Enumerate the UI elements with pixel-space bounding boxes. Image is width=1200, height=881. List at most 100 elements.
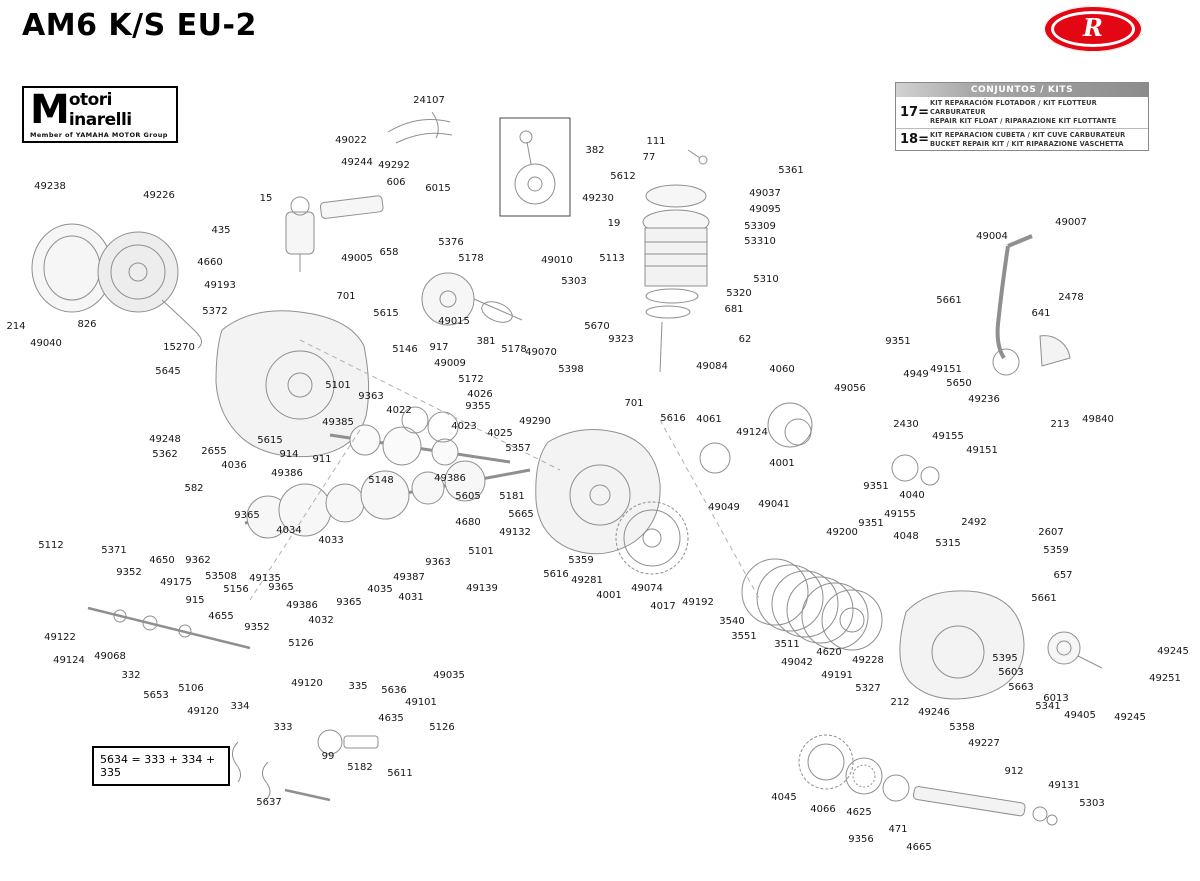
part-number-label: 657 [1053, 570, 1073, 581]
part-number-label: 19 [607, 218, 621, 229]
part-number-label: 4017 [650, 601, 676, 612]
part-number-label: 9362 [185, 555, 211, 566]
part-number-label: 9352 [244, 622, 270, 633]
part-number-label: 49131 [1048, 780, 1080, 791]
part-number-label: 471 [888, 824, 908, 835]
part-number-label: 5611 [387, 768, 413, 779]
part-number-label: 5362 [152, 449, 178, 460]
part-number-label: 214 [6, 321, 26, 332]
part-number-label: 3540 [719, 616, 745, 627]
minarelli-word-minarelli: inarelli [68, 109, 132, 130]
part-number-label: 49151 [966, 445, 998, 456]
part-number-label: 5371 [101, 545, 127, 556]
part-number-label: 53310 [744, 236, 776, 247]
rieju-logo: R [1044, 6, 1142, 52]
part-number-label: 49840 [1082, 414, 1114, 425]
part-number-label: 5665 [508, 509, 534, 520]
part-number-label: 5636 [381, 685, 407, 696]
part-number-label: 4949 [903, 369, 929, 380]
part-number-label: 49236 [968, 394, 1000, 405]
part-number-label: 49230 [582, 193, 614, 204]
part-number-label: 49122 [44, 632, 76, 643]
part-number-label: 49151 [930, 364, 962, 375]
part-number-label: 4650 [149, 555, 175, 566]
part-number-label: 4655 [208, 611, 234, 622]
part-number-label: 5616 [543, 569, 569, 580]
part-number-label: 4031 [398, 592, 424, 603]
part-number-label: 435 [211, 225, 231, 236]
part-number-label: 49200 [826, 527, 858, 538]
part-number-label: 5182 [347, 762, 373, 773]
part-number-label: 9363 [358, 391, 384, 402]
part-number-label: 9365 [234, 510, 260, 521]
part-number-label: 826 [77, 319, 97, 330]
part-number-label: 5181 [499, 491, 525, 502]
part-number-label: 5359 [1043, 545, 1069, 556]
kit-18-line1: KIT REPARACION CUBETA / KIT CUVE CARBURA… [930, 130, 1126, 139]
part-number-label: 701 [624, 398, 644, 409]
part-number-label: 5376 [438, 237, 464, 248]
part-number-label: 49248 [149, 434, 181, 445]
part-number-label: 49120 [187, 706, 219, 717]
part-number-label: 5303 [561, 276, 587, 287]
part-number-label: 49022 [335, 135, 367, 146]
part-number-label: 9351 [885, 336, 911, 347]
part-number-label: 49228 [852, 655, 884, 666]
part-number-label: 24107 [413, 95, 445, 106]
part-number-label: 49246 [918, 707, 950, 718]
part-number-label: 5178 [501, 344, 527, 355]
part-number-label: 4635 [378, 713, 404, 724]
motori-minarelli-wordmark: M otori inarelli [30, 87, 168, 133]
part-number-label: 5126 [429, 722, 455, 733]
part-number-label: 6015 [425, 183, 451, 194]
part-number-label: 4620 [816, 647, 842, 658]
part-number-label: 49155 [884, 509, 916, 520]
kit-18-line2: BUCKET REPAIR KIT / KIT RIPARAZIONE VASC… [930, 139, 1124, 148]
part-number-label: 4680 [455, 517, 481, 528]
part-number-label: 5653 [143, 690, 169, 701]
part-number-label: 49292 [378, 160, 410, 171]
part-number-label: 5612 [610, 171, 636, 182]
part-number-label: 49251 [1149, 673, 1181, 684]
part-number-label: 5101 [468, 546, 494, 557]
part-number-label: 49238 [34, 181, 66, 192]
minarelli-member-text: Member of YAMAHA MOTOR Group [30, 131, 168, 140]
part-number-label: 915 [185, 595, 205, 606]
part-number-label: 49245 [1157, 646, 1189, 657]
part-number-label: 917 [429, 342, 449, 353]
part-number-label: 5359 [568, 555, 594, 566]
part-number-label: 49135 [249, 573, 281, 584]
minarelli-initial: M [30, 87, 70, 133]
part-number-label: 2492 [961, 517, 987, 528]
part-number-label: 332 [121, 670, 141, 681]
part-number-label: 658 [379, 247, 399, 258]
part-number-label: 49005 [341, 253, 373, 264]
part-number-label: 212 [890, 697, 910, 708]
part-number-label: 4001 [596, 590, 622, 601]
part-number-label: 49226 [143, 190, 175, 201]
part-number-label: 49124 [736, 427, 768, 438]
kits-row-18: 18= KIT REPARACION CUBETA / KIT CUVE CAR… [896, 127, 1148, 151]
part-number-label: 49015 [438, 316, 470, 327]
part-number-label: 49120 [291, 678, 323, 689]
part-number-label: 6013 [1043, 693, 1069, 704]
part-number-label: 5358 [949, 722, 975, 733]
kit-code-17: 17= [900, 104, 929, 120]
part-number-label: 5126 [288, 638, 314, 649]
part-number-label: 2430 [893, 419, 919, 430]
part-number-label: 49084 [696, 361, 728, 372]
kit-17-line1: KIT REPARACIÓN FLOTADOR / KIT FLOTTEUR C… [930, 99, 1097, 116]
part-number-label: 701 [336, 291, 356, 302]
part-number-label: 914 [279, 449, 299, 460]
part-number-label: 9351 [863, 481, 889, 492]
part-number-label: 49386 [271, 468, 303, 479]
part-number-label: 111 [646, 136, 666, 147]
part-number-label: 5670 [584, 321, 610, 332]
part-number-label: 5341 [1035, 701, 1061, 712]
part-number-label: 49387 [393, 572, 425, 583]
part-number-label: 5616 [660, 413, 686, 424]
part-number-label: 49245 [1114, 712, 1146, 723]
part-number-label: 5395 [992, 653, 1018, 664]
part-number-label: 4048 [893, 531, 919, 542]
part-number-label: 49139 [466, 583, 498, 594]
